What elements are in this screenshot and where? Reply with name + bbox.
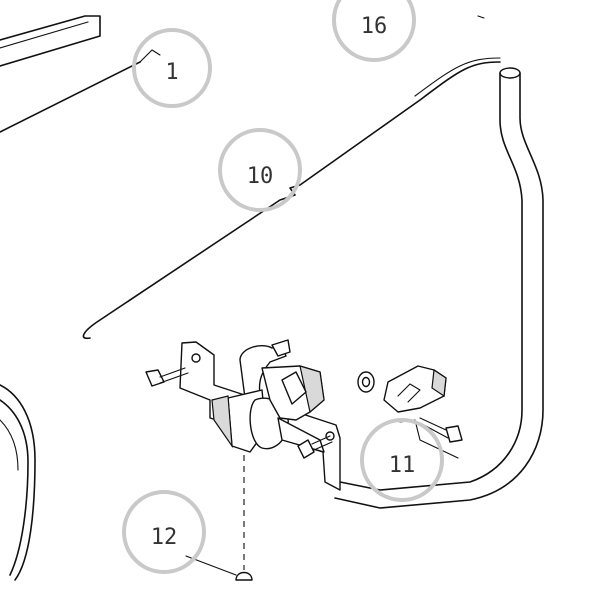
callout-10-label: 10 <box>247 164 274 189</box>
callout-11: 11 <box>360 418 444 502</box>
screw-left <box>145 367 189 387</box>
screw-middle <box>297 435 333 459</box>
callout-12: 12 <box>122 490 206 574</box>
sensor-wire <box>0 384 36 581</box>
callout-16-label: 16 <box>361 14 388 39</box>
callout-11-label: 11 <box>389 453 416 478</box>
top-right-fragment <box>477 15 485 19</box>
housing-panel <box>0 15 161 133</box>
callout-1-label: 1 <box>165 60 178 85</box>
bracket-rail <box>82 57 501 340</box>
pipe-tube <box>334 67 544 509</box>
callout-10: 10 <box>218 128 302 212</box>
nozzle <box>235 571 253 581</box>
callout-16: 16 <box>332 0 416 62</box>
clip-bracket <box>357 365 447 413</box>
valve-assembly <box>211 339 325 453</box>
callout-1: 1 <box>132 28 212 108</box>
callout-12-label: 12 <box>151 525 178 550</box>
